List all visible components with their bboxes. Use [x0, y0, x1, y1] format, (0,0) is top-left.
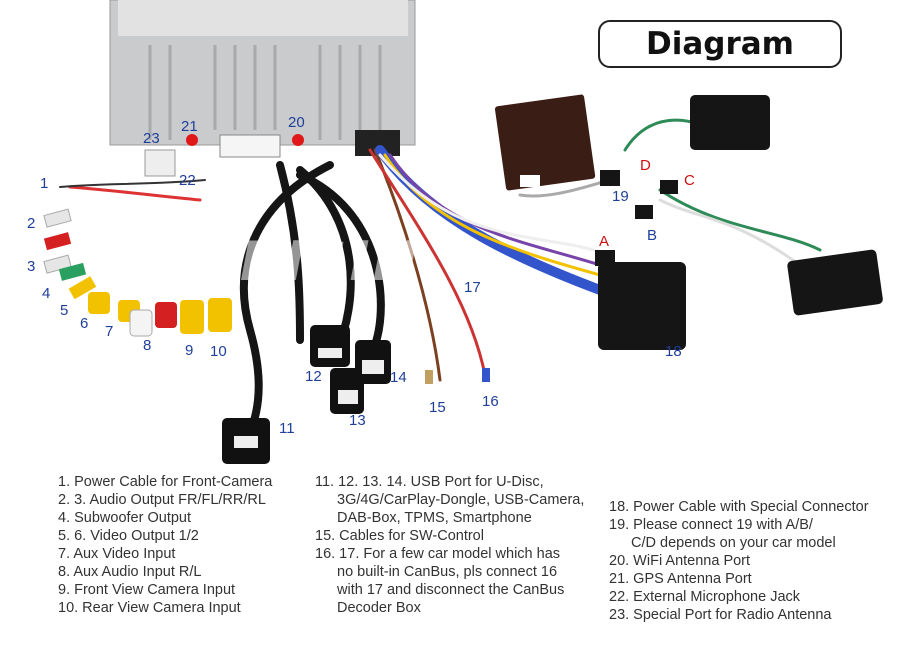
diagram-title: Diagram	[598, 20, 842, 68]
callout-6: 6	[80, 315, 89, 332]
canbus-decoder-box	[494, 94, 596, 191]
legend-item: 15. Cables for SW-Control	[315, 527, 584, 545]
callout-21: 21	[181, 118, 198, 135]
callout-5: 5	[60, 302, 69, 319]
legend-item-text: 23. Special Port for Radio Antenna	[609, 607, 832, 623]
legend-item: 21. GPS Antenna Port	[609, 570, 869, 588]
callout-2: 2	[27, 215, 36, 232]
callout-b: B	[647, 227, 658, 244]
callout-15: 15	[429, 399, 446, 416]
legend-item-continuation: Decoder Box	[337, 600, 421, 616]
callout-11: 11	[279, 420, 295, 437]
legend-item-text: 8. Aux Audio Input R/L	[58, 564, 202, 580]
callout-8: 8	[143, 337, 152, 354]
legend-item-text: 19. Please connect 19 with A/B/	[609, 517, 813, 533]
legend-item-text: 11. 12. 13. 14. USB Port for U-Disc,	[315, 474, 544, 490]
legend-item-continuation: 3G/4G/CarPlay-Dongle, USB-Camera,	[337, 492, 585, 508]
legend-item-text: 10. Rear View Camera Input	[58, 600, 241, 616]
callout-4: 4	[42, 285, 51, 302]
legend-item-continuation: C/D depends on your car model	[631, 535, 836, 551]
legend-item-text: 1. Power Cable for Front-Camera	[58, 474, 273, 490]
callout-7: 7	[105, 323, 114, 340]
legend-item: 8. Aux Audio Input R/L	[58, 563, 272, 581]
legend-item-continuation: no built-in CanBus, pls connect 16	[337, 564, 558, 580]
usb-connectors	[222, 325, 391, 464]
rca-plugs	[43, 208, 232, 337]
callout-13: 13	[349, 412, 366, 429]
callout-17: 17	[464, 279, 481, 296]
wiring-photo	[43, 0, 883, 464]
callout-22: 22	[179, 172, 196, 189]
legend-item: 2. 3. Audio Output FR/FL/RR/RL	[58, 491, 272, 509]
car-connector-top	[690, 95, 770, 150]
callout-19: 19	[612, 188, 629, 205]
legend-item-text: 15. Cables for SW-Control	[315, 528, 484, 544]
legend-item-text: 16. 17. For a few car model which has	[315, 546, 561, 562]
callout-10: 10	[210, 343, 227, 360]
legend-item-text: 20. WiFi Antenna Port	[609, 553, 751, 569]
callout-16: 16	[482, 393, 499, 410]
watermark: ERISIN	[200, 230, 421, 293]
legend-item: 11. 12. 13. 14. USB Port for U-Disc, 3G/4…	[315, 473, 584, 527]
callout-12: 12	[305, 368, 322, 385]
legend-item: 16. 17. For a few car model which has no …	[315, 545, 584, 617]
legend-item-text: 5. 6. Video Output 1/2	[58, 528, 199, 544]
legend-item: 23. Special Port for Radio Antenna	[609, 606, 869, 624]
callout-9: 9	[185, 342, 194, 359]
legend-column-2: 11. 12. 13. 14. USB Port for U-Disc, 3G/4…	[315, 473, 584, 617]
legend-item-text: 2. 3. Audio Output FR/FL/RR/RL	[58, 492, 266, 508]
callout-3: 3	[27, 258, 36, 275]
legend-item: 10. Rear View Camera Input	[58, 599, 272, 617]
legend-item-text: 9. Front View Camera Input	[58, 582, 236, 598]
legend-item-text: 7. Aux Video Input	[58, 546, 176, 562]
legend-item-text: 18. Power Cable with Special Connector	[609, 499, 869, 515]
legend-item: 5. 6. Video Output 1/2	[58, 527, 272, 545]
callout-14: 14	[390, 369, 407, 386]
callout-20: 20	[288, 114, 305, 131]
callout-23: 23	[143, 130, 160, 147]
callout-1: 1	[40, 175, 49, 192]
callout-d: D	[640, 157, 651, 174]
legend-item: 20. WiFi Antenna Port	[609, 552, 869, 570]
legend-item: 4. Subwoofer Output	[58, 509, 272, 527]
power-connector-18	[598, 262, 686, 350]
legend-item: 9. Front View Camera Input	[58, 581, 272, 599]
legend-item: 1. Power Cable for Front-Camera	[58, 473, 272, 491]
legend-item: 19. Please connect 19 with A/B/C/D depen…	[609, 516, 869, 552]
legend-item-continuation: with 17 and disconnect the CanBus	[337, 582, 565, 598]
legend-item: 22. External Microphone Jack	[609, 588, 869, 606]
callout-18: 18	[665, 343, 682, 360]
legend-item-text: 22. External Microphone Jack	[609, 589, 801, 605]
legend-item-continuation: DAB-Box, TPMS, Smartphone	[337, 510, 532, 526]
legend-item-text: 4. Subwoofer Output	[58, 510, 191, 526]
legend-item: 18. Power Cable with Special Connector	[609, 498, 869, 516]
legend-item: 7. Aux Video Input	[58, 545, 272, 563]
callout-a: A	[599, 233, 610, 250]
car-connector-right	[787, 249, 883, 316]
legend-column-1: 1. Power Cable for Front-Camera 2. 3. Aud…	[58, 473, 272, 617]
callout-c: C	[684, 172, 695, 189]
legend-item-text: 21. GPS Antenna Port	[609, 571, 752, 587]
head-unit	[109, 0, 416, 177]
